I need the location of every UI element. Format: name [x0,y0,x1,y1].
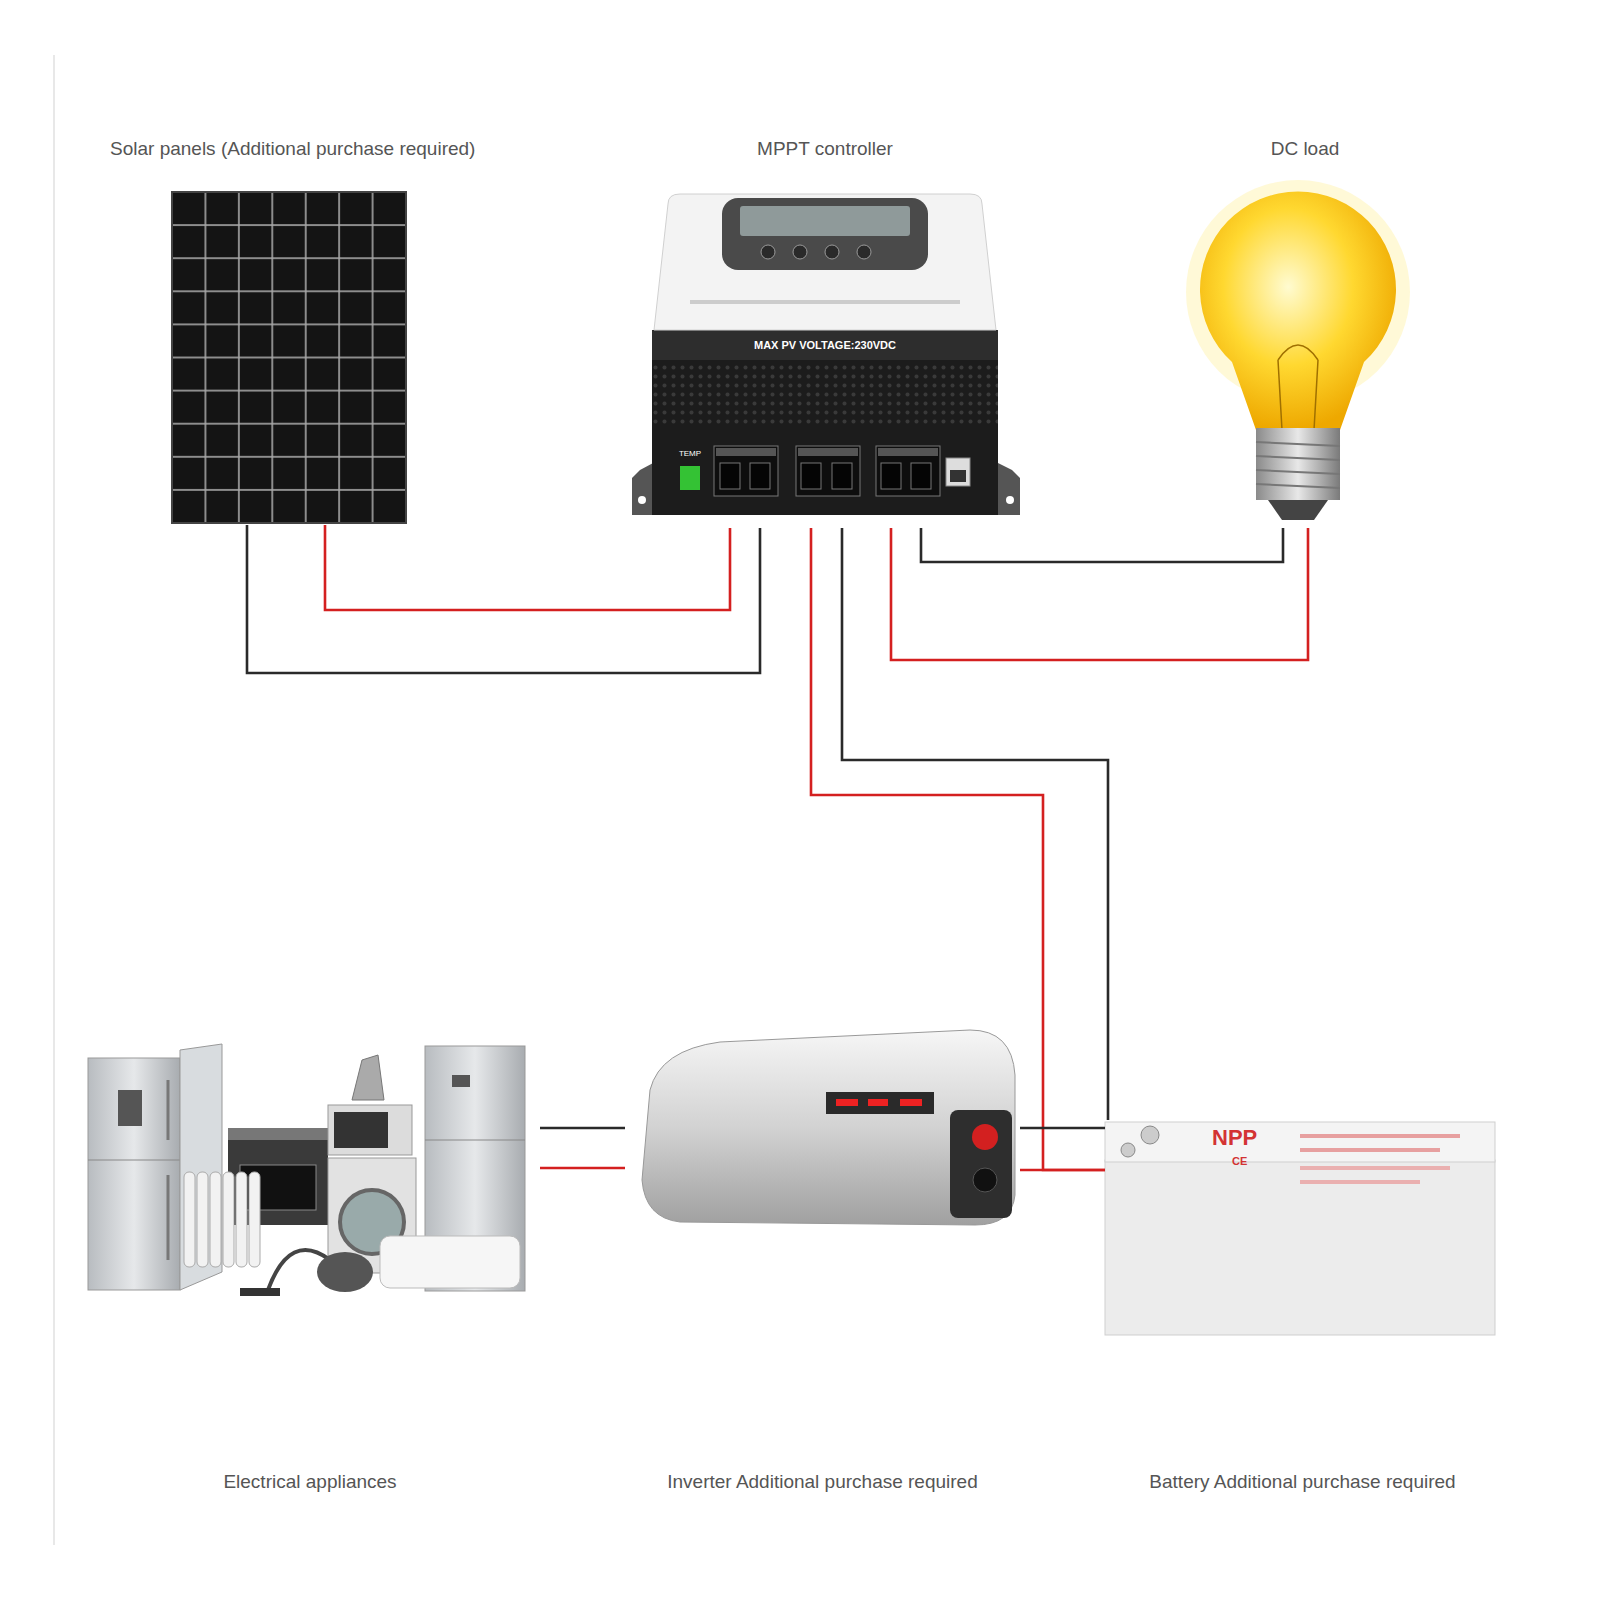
part-label: MPPT controller [757,138,893,160]
mppt-controller: MPPT controller [630,138,1020,528]
dc-load: DC load [1175,138,1435,528]
cable [247,525,760,673]
rating-text: MAX PV VOLTAGE:230VDC [700,339,950,351]
battery: Battery Additional purchase required [1105,1120,1500,1493]
controller-picture [632,194,1020,515]
inverter-picture [642,1030,1015,1225]
electrical-appliances: Electrical appliances [80,1035,540,1493]
cable [540,1127,625,1130]
cable [842,528,1108,1120]
battery-picture [1105,1122,1495,1335]
part-label: Inverter Additional purchase required [667,1471,978,1493]
solar-panel: Solar panels (Additional purchase requir… [110,138,555,525]
inverter: Inverter Additional purchase required [625,1028,1020,1493]
appliances-picture [88,1044,525,1296]
cable [325,525,730,610]
cable [1020,1127,1105,1130]
cable [540,1167,625,1170]
part-label: DC load [1271,138,1340,160]
part-label: Battery Additional purchase required [1149,1471,1455,1493]
solar-panel-picture [172,192,406,523]
port-label: TEMP [675,450,705,459]
cert-mark: CE [1232,1155,1272,1167]
cable [811,528,1105,1170]
part-label: Solar panels (Additional purchase requir… [110,138,475,160]
page-border [53,55,55,1545]
part-label: Electrical appliances [223,1471,396,1493]
brand-mark: NPP [1212,1126,1282,1150]
cable [1020,1169,1105,1172]
bulb-picture [1186,180,1410,520]
cable [891,528,1308,660]
cable [921,528,1283,562]
